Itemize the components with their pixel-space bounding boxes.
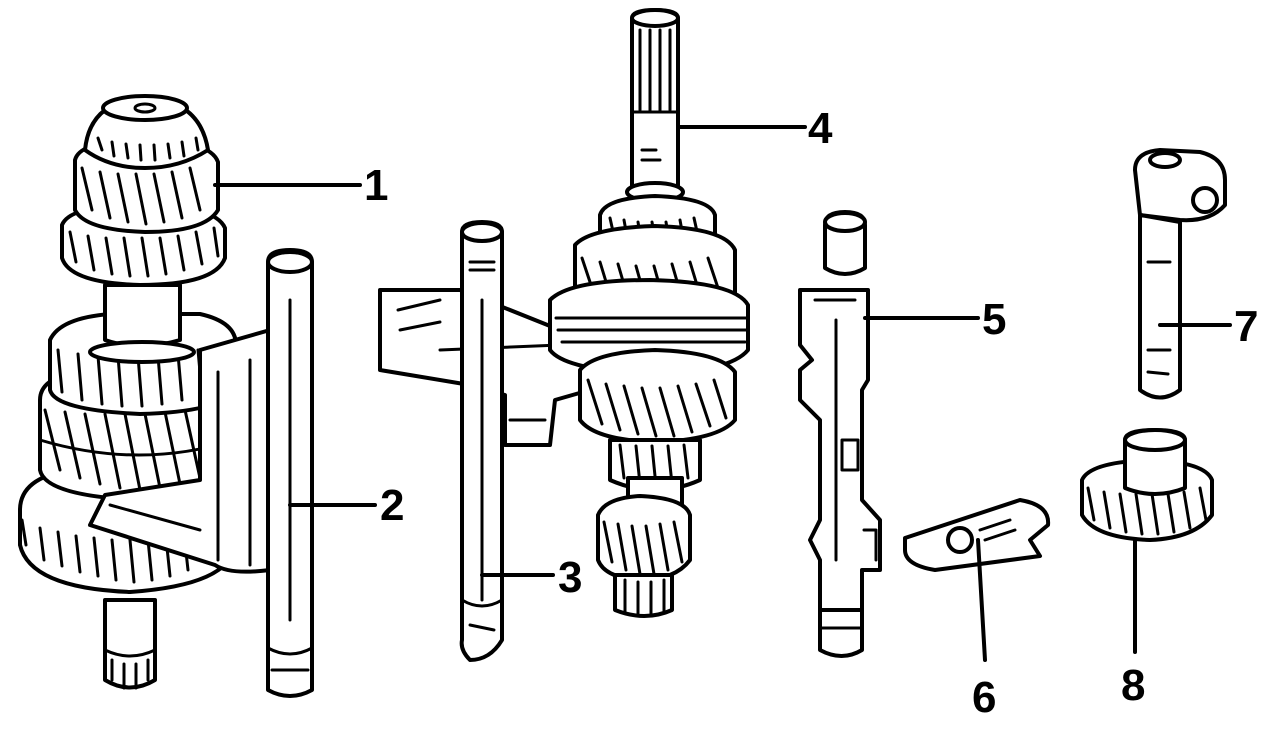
callout-7: 7: [1234, 302, 1258, 351]
gear-8: [1080, 428, 1214, 542]
leader-lines: [213, 125, 1232, 662]
lever-6: [903, 498, 1051, 572]
callout-1: 1: [364, 161, 388, 210]
detent-shaft-7: [1133, 148, 1227, 400]
callout-6: 6: [972, 673, 996, 722]
callout-8: 8: [1121, 661, 1145, 710]
shift-rail-5: [798, 210, 882, 658]
selector-rail-3: [378, 220, 602, 662]
callout-5: 5: [982, 295, 1006, 344]
mainshaft-4: [548, 8, 750, 618]
callout-3: 3: [558, 553, 582, 602]
shift-rail-2: [88, 248, 314, 698]
callout-labels: 1 2 3 4 5 6 7 8: [364, 104, 1258, 722]
callout-2: 2: [380, 481, 404, 530]
callout-4: 4: [808, 104, 833, 153]
